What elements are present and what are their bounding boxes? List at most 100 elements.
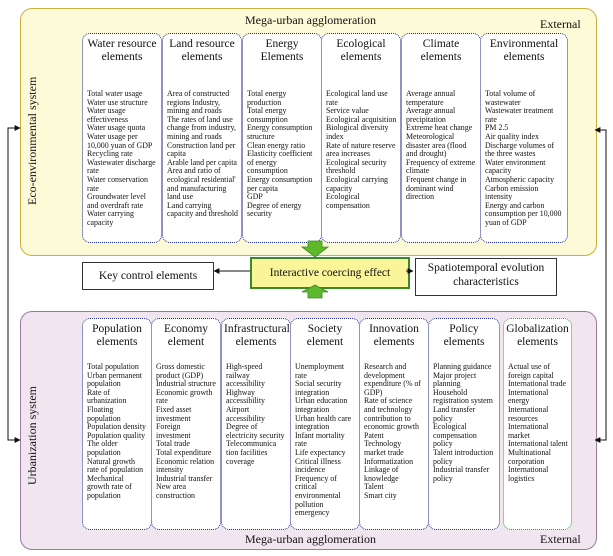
list-item: Ecological land use rate [326, 89, 388, 107]
list-item: Unemployment rate [295, 362, 345, 380]
list-item: Economic relation intensity [156, 456, 215, 475]
eco-card-title: Ecological elements [336, 38, 386, 63]
list-item: Total trade [156, 439, 190, 449]
list-item: Major project planning [433, 370, 477, 389]
list-item: Area and ratio of ecological residential… [167, 166, 236, 202]
list-item: Biological diversity index [326, 123, 389, 141]
list-item: Average annual temperature [406, 89, 456, 107]
key-control-elements-box: Key control elements [82, 262, 214, 290]
list-item: International energy [508, 387, 549, 406]
list-item: Multinational corporation [508, 447, 551, 466]
list-item: Water carrying capacity [87, 209, 134, 227]
eco-top-label: Mega-urban agglomeration [245, 13, 376, 27]
spatiotemporal-evolution-box: Spatiotemporal evolution characteristics [415, 258, 557, 296]
eco-card-title: Energy Elements [260, 38, 304, 63]
list-item: Frequency of critical environmental poll… [295, 473, 341, 518]
urb-card-title: Population elements [92, 323, 142, 348]
list-item: Economic growth rate [156, 387, 213, 406]
right-feedback-arrow [594, 127, 607, 443]
list-item: International market [508, 422, 549, 440]
list-item: Service value [326, 106, 369, 116]
list-item: Energy and carbon consumption per 10,000… [485, 200, 562, 227]
list-item: Gross domestic product (GDP) [156, 362, 205, 380]
list-item: Ecological compensation [326, 192, 370, 210]
urb-card-title: Globalization elements [506, 323, 569, 348]
green-up-arrow [301, 284, 329, 299]
list-item: Telecommunica tion facilities coverage [226, 439, 277, 466]
list-item: Land carrying capacity and threshold [167, 200, 238, 219]
list-item: Area of constructed regions Industry, mi… [167, 89, 230, 116]
list-item: Atmospheric capacity [485, 174, 555, 184]
list-item: Discharge volumes of the three wastes [485, 140, 555, 159]
list-item: Industrial structure [156, 379, 216, 389]
list-item: Rate of nature reserve area increases [326, 140, 396, 159]
list-item: Arable land per capita [167, 157, 237, 167]
list-item: Air quality index [485, 131, 539, 141]
urb-bottom-label: Mega-urban agglomeration [245, 532, 376, 546]
list-item: Industrial transfer [156, 473, 213, 483]
list-item: Ecological carrying capacity [326, 174, 389, 193]
left-feedback-arrow [7, 125, 21, 443]
list-item: International resources [508, 404, 549, 423]
list-item: International trade [508, 379, 567, 389]
list-item: High-speed railway accessibility [226, 362, 266, 389]
list-item: Critical illness incidence [295, 456, 341, 475]
green-down-arrow [300, 240, 330, 258]
list-item: Technology market trade [364, 439, 404, 457]
urb-card-title: Innovation elements [369, 323, 419, 348]
list-item: Wastewater discharge rate [87, 157, 156, 176]
list-item: Floating population [87, 404, 121, 423]
list-item: Water use structure [87, 97, 148, 107]
list-item: International talent [508, 439, 568, 449]
list-item: Water usage effectiveness [87, 106, 129, 124]
eco-corner-label: External [540, 17, 581, 31]
eco-card-title: Environmental elements [489, 38, 559, 63]
list-item: Fixed asset investment [156, 404, 192, 423]
list-item: Degree of electricity security [226, 422, 285, 440]
urb-corner-label: External [540, 532, 581, 546]
list-item: Clean energy ratio [247, 140, 306, 150]
list-item: Frequency of extreme climate [406, 157, 476, 176]
list-item: Groundwater level and overdraft rate [87, 192, 146, 210]
eco-card-title: Water resource elements [87, 38, 157, 63]
list-item: Total energy consumption [247, 106, 288, 124]
list-item: Informatization [364, 456, 414, 466]
list-item: Total population [87, 362, 139, 371]
list-item: GDP [247, 192, 263, 202]
list-item: New area construction [156, 482, 196, 500]
list-item: Total water usage [87, 89, 143, 98]
eco-card-title: Land resource elements [169, 38, 235, 63]
list-item: Water conservation rate [87, 174, 148, 193]
list-item: Average annual precipitation [406, 106, 456, 124]
list-item: Water usage per 10,000 yuan of GDP [87, 131, 153, 150]
list-item: Talent [364, 482, 384, 492]
list-item: Infant mortality rate [295, 430, 345, 449]
list-item: Rate of urbanization [87, 387, 127, 406]
list-item: The older population [87, 439, 121, 457]
list-item: Degree of energy security [247, 200, 302, 219]
list-item: Linkage of knowledge [364, 465, 399, 483]
eco-card-title: Climate elements [420, 38, 462, 63]
list-item: Construction land per capita [167, 140, 236, 159]
list-item: Actual use of foreign capital [508, 362, 554, 380]
list-item: Urban education integration [295, 396, 348, 414]
urb-card-title: Society element [306, 323, 344, 348]
list-item: Total energy production [247, 89, 287, 107]
list-item: Population quality [87, 430, 146, 440]
list-item: Total expenditure [156, 447, 212, 457]
